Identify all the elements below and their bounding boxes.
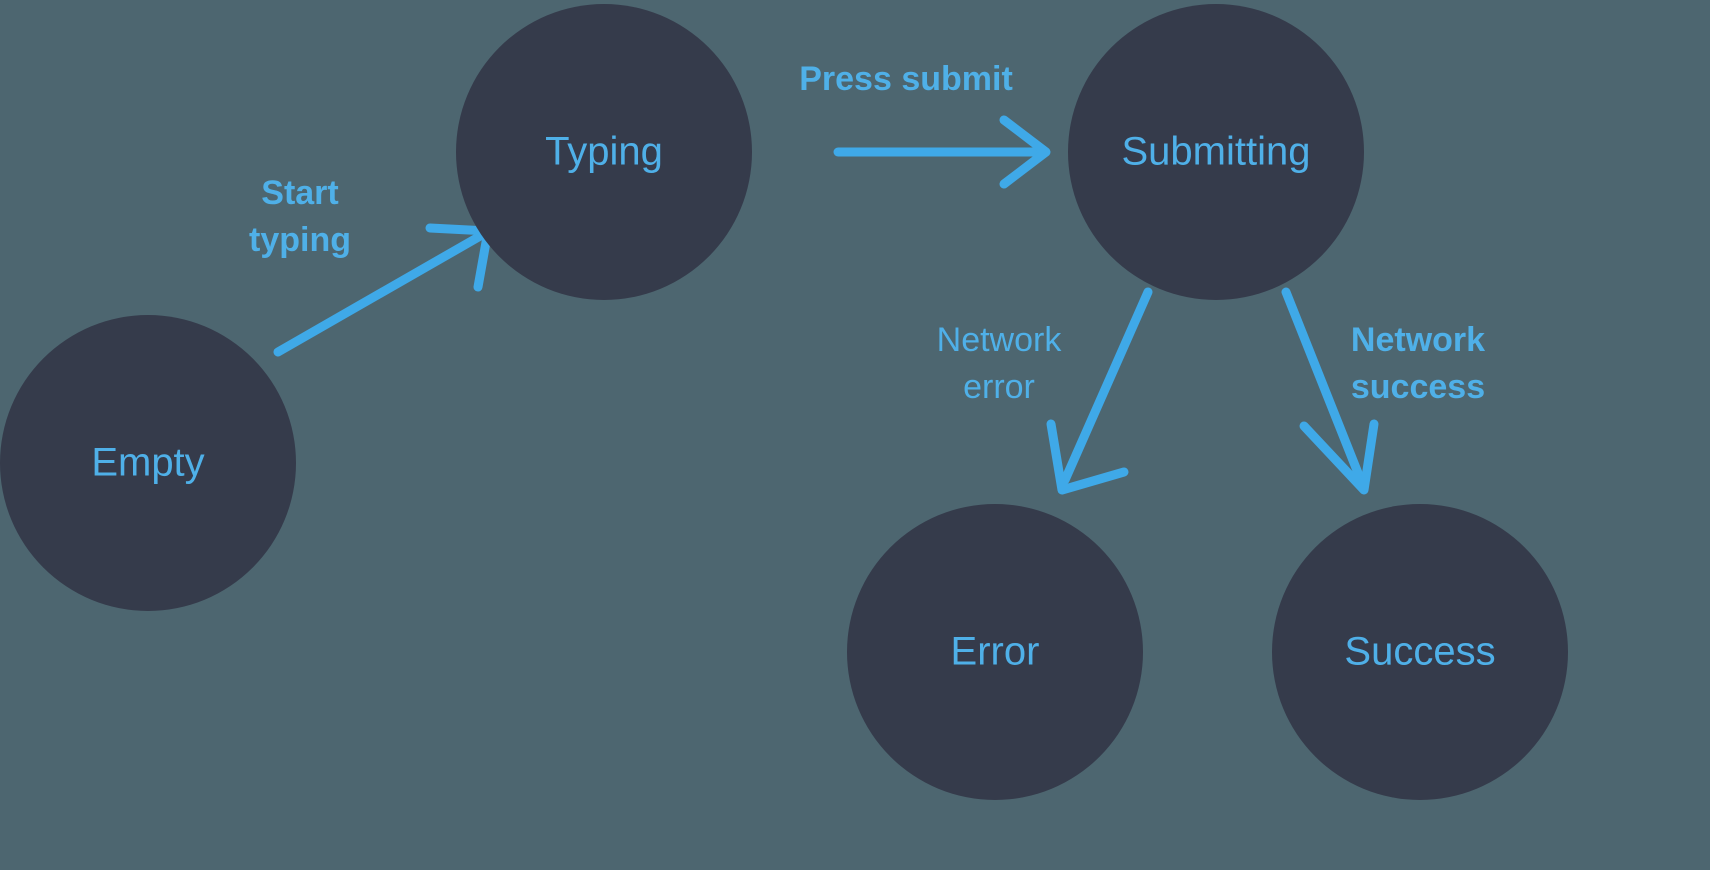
- edge-label-network-success-line-2: success: [1351, 368, 1485, 406]
- edge-label-start-typing: Start typing: [249, 174, 351, 259]
- node-error-label: Error: [951, 630, 1040, 674]
- node-empty-circle[interactable]: [0, 315, 296, 611]
- edge-typing-to-submitting-arrowhead: [999, 115, 1051, 189]
- edge-submitting-to-success-arrowhead: [1299, 419, 1379, 495]
- node-typing[interactable]: Typing: [456, 4, 752, 300]
- node-typing-circle[interactable]: [456, 4, 752, 300]
- node-error-circle[interactable]: [847, 504, 1143, 800]
- node-typing-label: Typing: [545, 130, 663, 174]
- edge-label-press-submit: Press submit: [799, 60, 1013, 98]
- edge-label-start-typing-line-2: typing: [249, 221, 351, 259]
- edge-label-network-success: Network success: [1351, 321, 1485, 406]
- edge-submitting-to-success-line: [1281, 287, 1365, 483]
- edge-typing-to-submitting: [833, 115, 1051, 189]
- edge-submitting-to-success: [1281, 287, 1379, 495]
- edge-label-network-error: Network error: [937, 321, 1063, 406]
- node-submitting-label: Submitting: [1122, 130, 1311, 174]
- node-success-label: Success: [1344, 630, 1495, 674]
- edge-empty-to-typing-line: [273, 230, 487, 357]
- node-empty[interactable]: Empty: [0, 315, 296, 611]
- edge-submitting-to-error-arrowhead: [1046, 419, 1129, 495]
- edge-submitting-to-error-line: [1060, 287, 1153, 485]
- edge-label-start-typing-line-1: Start: [261, 174, 338, 212]
- edge-label-network-success-line-1: Network: [1351, 321, 1485, 359]
- node-error[interactable]: Error: [847, 504, 1143, 800]
- edge-submitting-to-error: [1046, 287, 1153, 495]
- edge-label-network-error-line-2: error: [963, 368, 1035, 406]
- node-success[interactable]: Success: [1272, 504, 1568, 800]
- node-submitting[interactable]: Submitting: [1068, 4, 1364, 300]
- node-empty-label: Empty: [91, 441, 204, 485]
- edge-label-press-submit-line-1: Press submit: [799, 60, 1013, 98]
- node-submitting-circle[interactable]: [1068, 4, 1364, 300]
- node-success-circle[interactable]: [1272, 504, 1568, 800]
- edge-label-network-error-line-1: Network: [937, 321, 1063, 359]
